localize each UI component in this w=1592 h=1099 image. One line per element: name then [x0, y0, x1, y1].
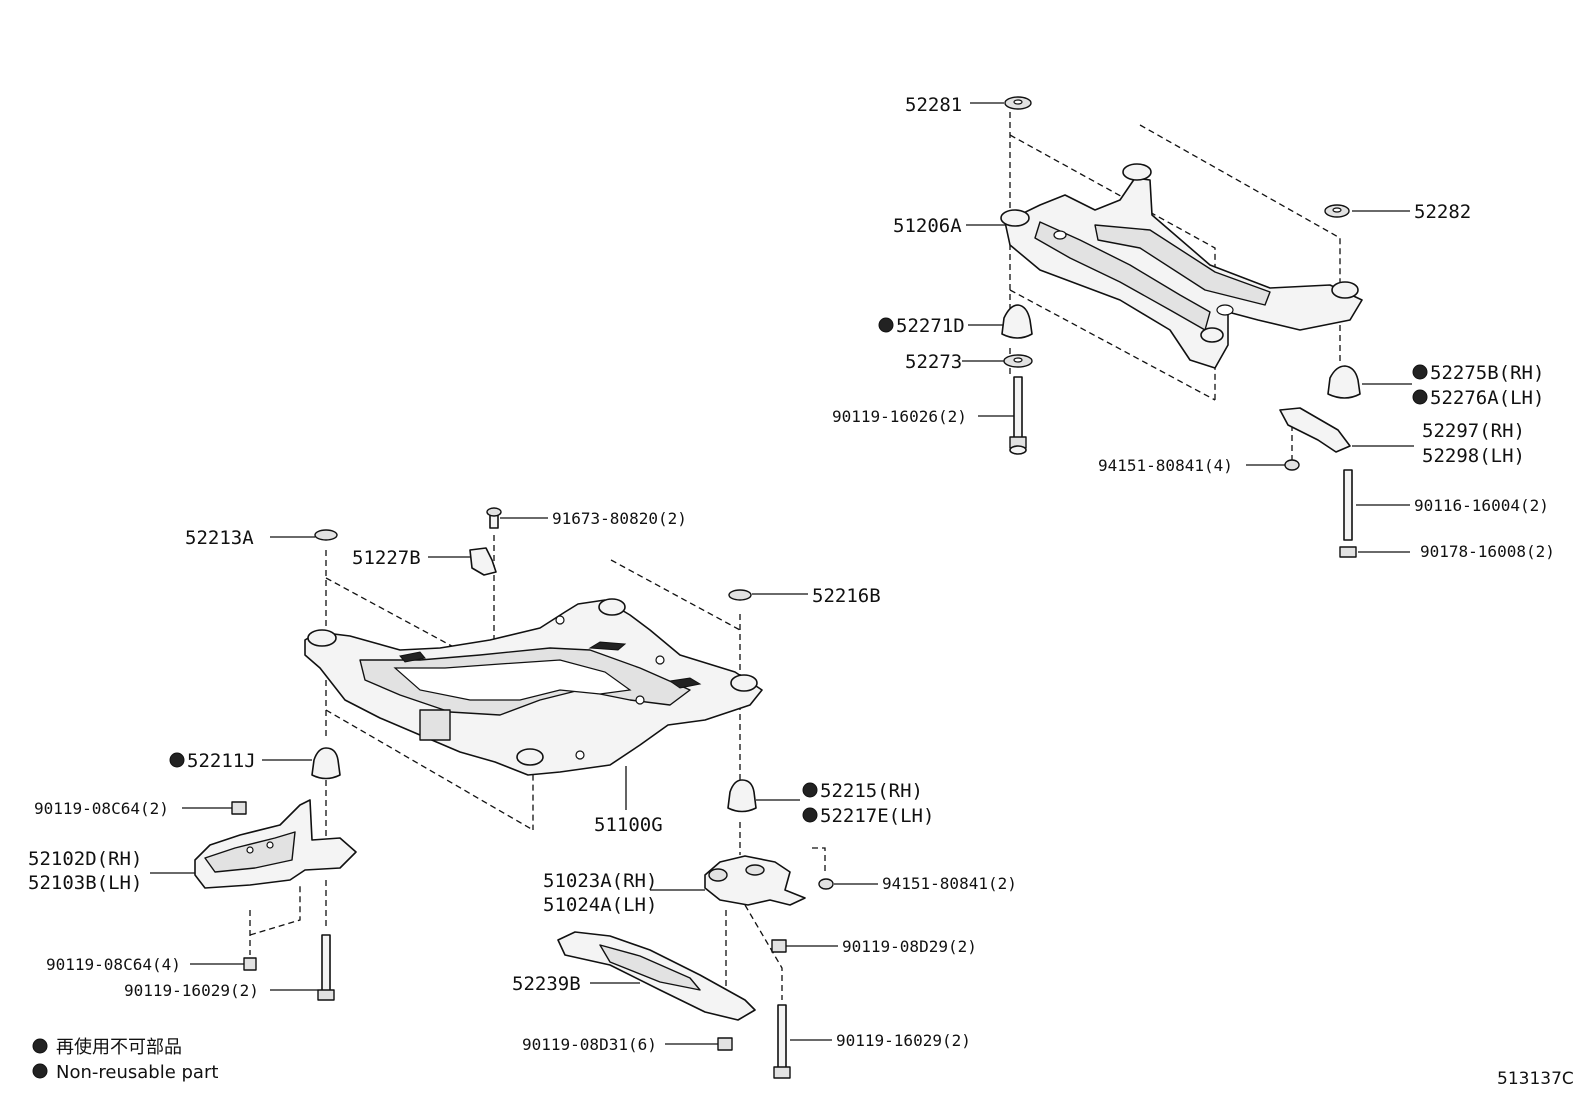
- label-90178-16008: 90178-16008(2): [1420, 542, 1555, 561]
- legend-dot-jp: [32, 1038, 48, 1054]
- label-90119-08C64-4: 90119-08C64(4): [46, 955, 181, 974]
- legend-dot-en: [32, 1063, 48, 1079]
- bolt-90119-08D31: [717, 1037, 733, 1051]
- plate-52297: [1279, 407, 1351, 453]
- label-91673-80820: 91673-80820(2): [552, 509, 687, 528]
- nut-94151-80841-front: [818, 878, 834, 890]
- cushion-52215: [727, 779, 757, 813]
- label-52281: 52281: [905, 94, 962, 116]
- nonreusable-dot: [878, 317, 894, 333]
- stud-90116-16004: [1343, 469, 1353, 541]
- label-94151-80841-4: 94151-80841(4): [1098, 456, 1233, 475]
- cushion-52275B: [1327, 365, 1361, 399]
- label-52297: 52297(RH): [1422, 420, 1525, 442]
- legend: 再使用不可部品 Non-reusable part: [32, 1037, 218, 1083]
- label-52271D: 52271D: [896, 315, 965, 337]
- washer-52216B: [728, 589, 752, 601]
- nonreusable-dot: [802, 782, 818, 798]
- stopper-51227B: [469, 547, 497, 576]
- label-51023A: 51023A(RH): [543, 870, 657, 892]
- label-51100G: 51100G: [594, 814, 663, 836]
- label-52273: 52273: [905, 351, 962, 373]
- part-labels: 52281 52282 51206A 52271D 52273 90119-16…: [28, 94, 1555, 1054]
- nonreusable-dot: [169, 752, 185, 768]
- label-51024A: 51024A(LH): [543, 894, 657, 916]
- bolt-90119-16029-left: [321, 934, 331, 994]
- nonreusable-dot: [802, 807, 818, 823]
- bracket-51023A: [704, 855, 806, 906]
- label-94151-80841-2: 94151-80841(2): [882, 874, 1017, 893]
- label-52211J: 52211J: [187, 750, 256, 772]
- label-52282: 52282: [1414, 201, 1471, 223]
- cushion-52271D: [1001, 304, 1033, 339]
- label-52215: 52215(RH): [820, 780, 923, 802]
- label-90119-08D29: 90119-08D29(2): [842, 937, 977, 956]
- label-52103B: 52103B(LH): [28, 872, 142, 894]
- cushion-52211J: [311, 747, 341, 780]
- figure-id: 513137C: [1497, 1069, 1574, 1089]
- washer-52213A: [314, 529, 338, 541]
- label-90119-16029-a: 90119-16029(2): [124, 981, 259, 1000]
- legend-japanese: 再使用不可部品: [56, 1037, 182, 1058]
- label-90116-16004: 90116-16004(2): [1414, 496, 1549, 515]
- rear-suspension-member-group: [962, 96, 1414, 558]
- bolt-90119-16026: [1013, 376, 1023, 440]
- bolt-90119-08D29: [771, 939, 787, 953]
- label-90119-08C64-2: 90119-08C64(2): [34, 799, 169, 818]
- label-90119-16029-b: 90119-16029(2): [836, 1031, 971, 1050]
- label-52213A: 52213A: [185, 527, 254, 549]
- nut-90178-16008: [1339, 546, 1357, 558]
- label-52216B: 52216B: [812, 585, 881, 607]
- label-51227B: 51227B: [352, 547, 421, 569]
- label-90119-16026: 90119-16026(2): [832, 407, 967, 426]
- label-51206A: 51206A: [893, 215, 962, 237]
- nonreusable-dot: [1412, 364, 1428, 380]
- bolt-90119-08C64-a: [231, 801, 247, 815]
- front-suspension-member-group: [150, 507, 878, 1079]
- label-52217E: 52217E(LH): [820, 805, 934, 827]
- label-52275B: 52275B(RH): [1430, 362, 1544, 384]
- bolt-90119-08C64-b: [243, 957, 257, 971]
- label-52298: 52298(LH): [1422, 445, 1525, 467]
- label-52239B: 52239B: [512, 973, 581, 995]
- nut-94151-80841-rear: [1284, 459, 1300, 471]
- bolt-90119-16029-right: [777, 1004, 787, 1071]
- label-52276A: 52276A(LH): [1430, 387, 1544, 409]
- legend-english: Non-reusable part: [56, 1062, 218, 1083]
- nonreusable-dot: [1412, 389, 1428, 405]
- label-52102D: 52102D(RH): [28, 848, 142, 870]
- label-90119-08D31: 90119-08D31(6): [522, 1035, 657, 1054]
